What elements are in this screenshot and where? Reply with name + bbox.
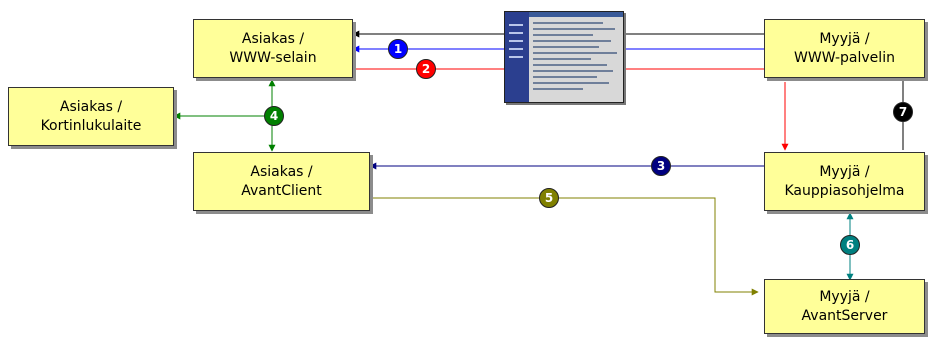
node-line-1: Myyjä / xyxy=(819,30,870,47)
node-line-1: Myyjä / xyxy=(819,163,870,180)
node-line-1: Asiakas / xyxy=(59,98,123,115)
step-1-badge: 1 xyxy=(388,39,408,59)
step-7-badge: 7 xyxy=(893,102,913,122)
node-line-2: WWW-palvelin xyxy=(794,49,895,66)
node-line-2: WWW-selain xyxy=(229,49,317,66)
node-line-2: Kauppiasohjelma xyxy=(784,182,905,199)
node-myyja-www-palvelin: Myyjä / WWW-palvelin xyxy=(764,19,925,78)
step-4-badge: 4 xyxy=(264,106,284,126)
node-line-1: Asiakas / xyxy=(241,30,305,47)
node-myyja-avantserver: Myyjä / AvantServer xyxy=(764,279,925,334)
step-3-badge: 3 xyxy=(651,156,671,176)
step-5-badge: 5 xyxy=(539,188,559,208)
node-line-2: AvantServer xyxy=(801,307,888,324)
node-asiakas-www-selain: Asiakas / WWW-selain xyxy=(193,19,353,78)
node-asiakas-avantclient: Asiakas / AvantClient xyxy=(193,152,370,211)
node-line-1: Myyjä / xyxy=(819,288,870,305)
node-myyja-kauppiasohjelma: Myyjä / Kauppiasohjelma xyxy=(764,152,925,211)
node-line-1: Asiakas / xyxy=(250,163,313,180)
step-6-badge: 6 xyxy=(840,235,860,255)
step-2-badge: 2 xyxy=(416,59,436,79)
node-line-2: Kortinlukulaite xyxy=(40,117,142,134)
node-line-2: AvantClient xyxy=(241,182,322,199)
node-asiakas-kortinlukulaite: Asiakas / Kortinlukulaite xyxy=(8,87,174,146)
flow-5-line xyxy=(370,197,759,296)
web-page-screenshot-image xyxy=(504,11,624,103)
